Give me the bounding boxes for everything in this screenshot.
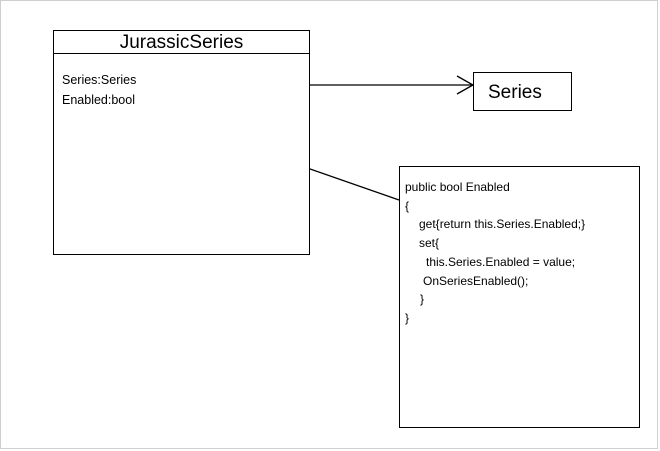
code-line: get{return this.Series.Enabled;} xyxy=(419,217,586,232)
class-title: JurassicSeries xyxy=(54,31,309,54)
series-label: Series xyxy=(488,82,542,103)
code-note: public bool Enabled { get{return this.Se… xyxy=(399,166,640,428)
attribute-series: Series:Series xyxy=(62,73,137,87)
code-line: public bool Enabled xyxy=(405,180,510,194)
code-line: set{ xyxy=(419,236,440,251)
code-line: } xyxy=(420,292,425,307)
code-line: } xyxy=(405,310,410,325)
code-line: this.Series.Enabled = value; xyxy=(426,254,576,269)
code-line: OnSeriesEnabled(); xyxy=(423,273,529,288)
code-line: { xyxy=(405,198,410,213)
class-jurassic-series: JurassicSeries Series:Series Enabled:boo… xyxy=(53,30,310,255)
association-arrow xyxy=(310,75,475,95)
attribute-enabled: Enabled:bool xyxy=(62,93,135,107)
class-attributes: Series:Series Enabled:bool xyxy=(54,54,309,110)
class-series: Series xyxy=(473,72,572,111)
